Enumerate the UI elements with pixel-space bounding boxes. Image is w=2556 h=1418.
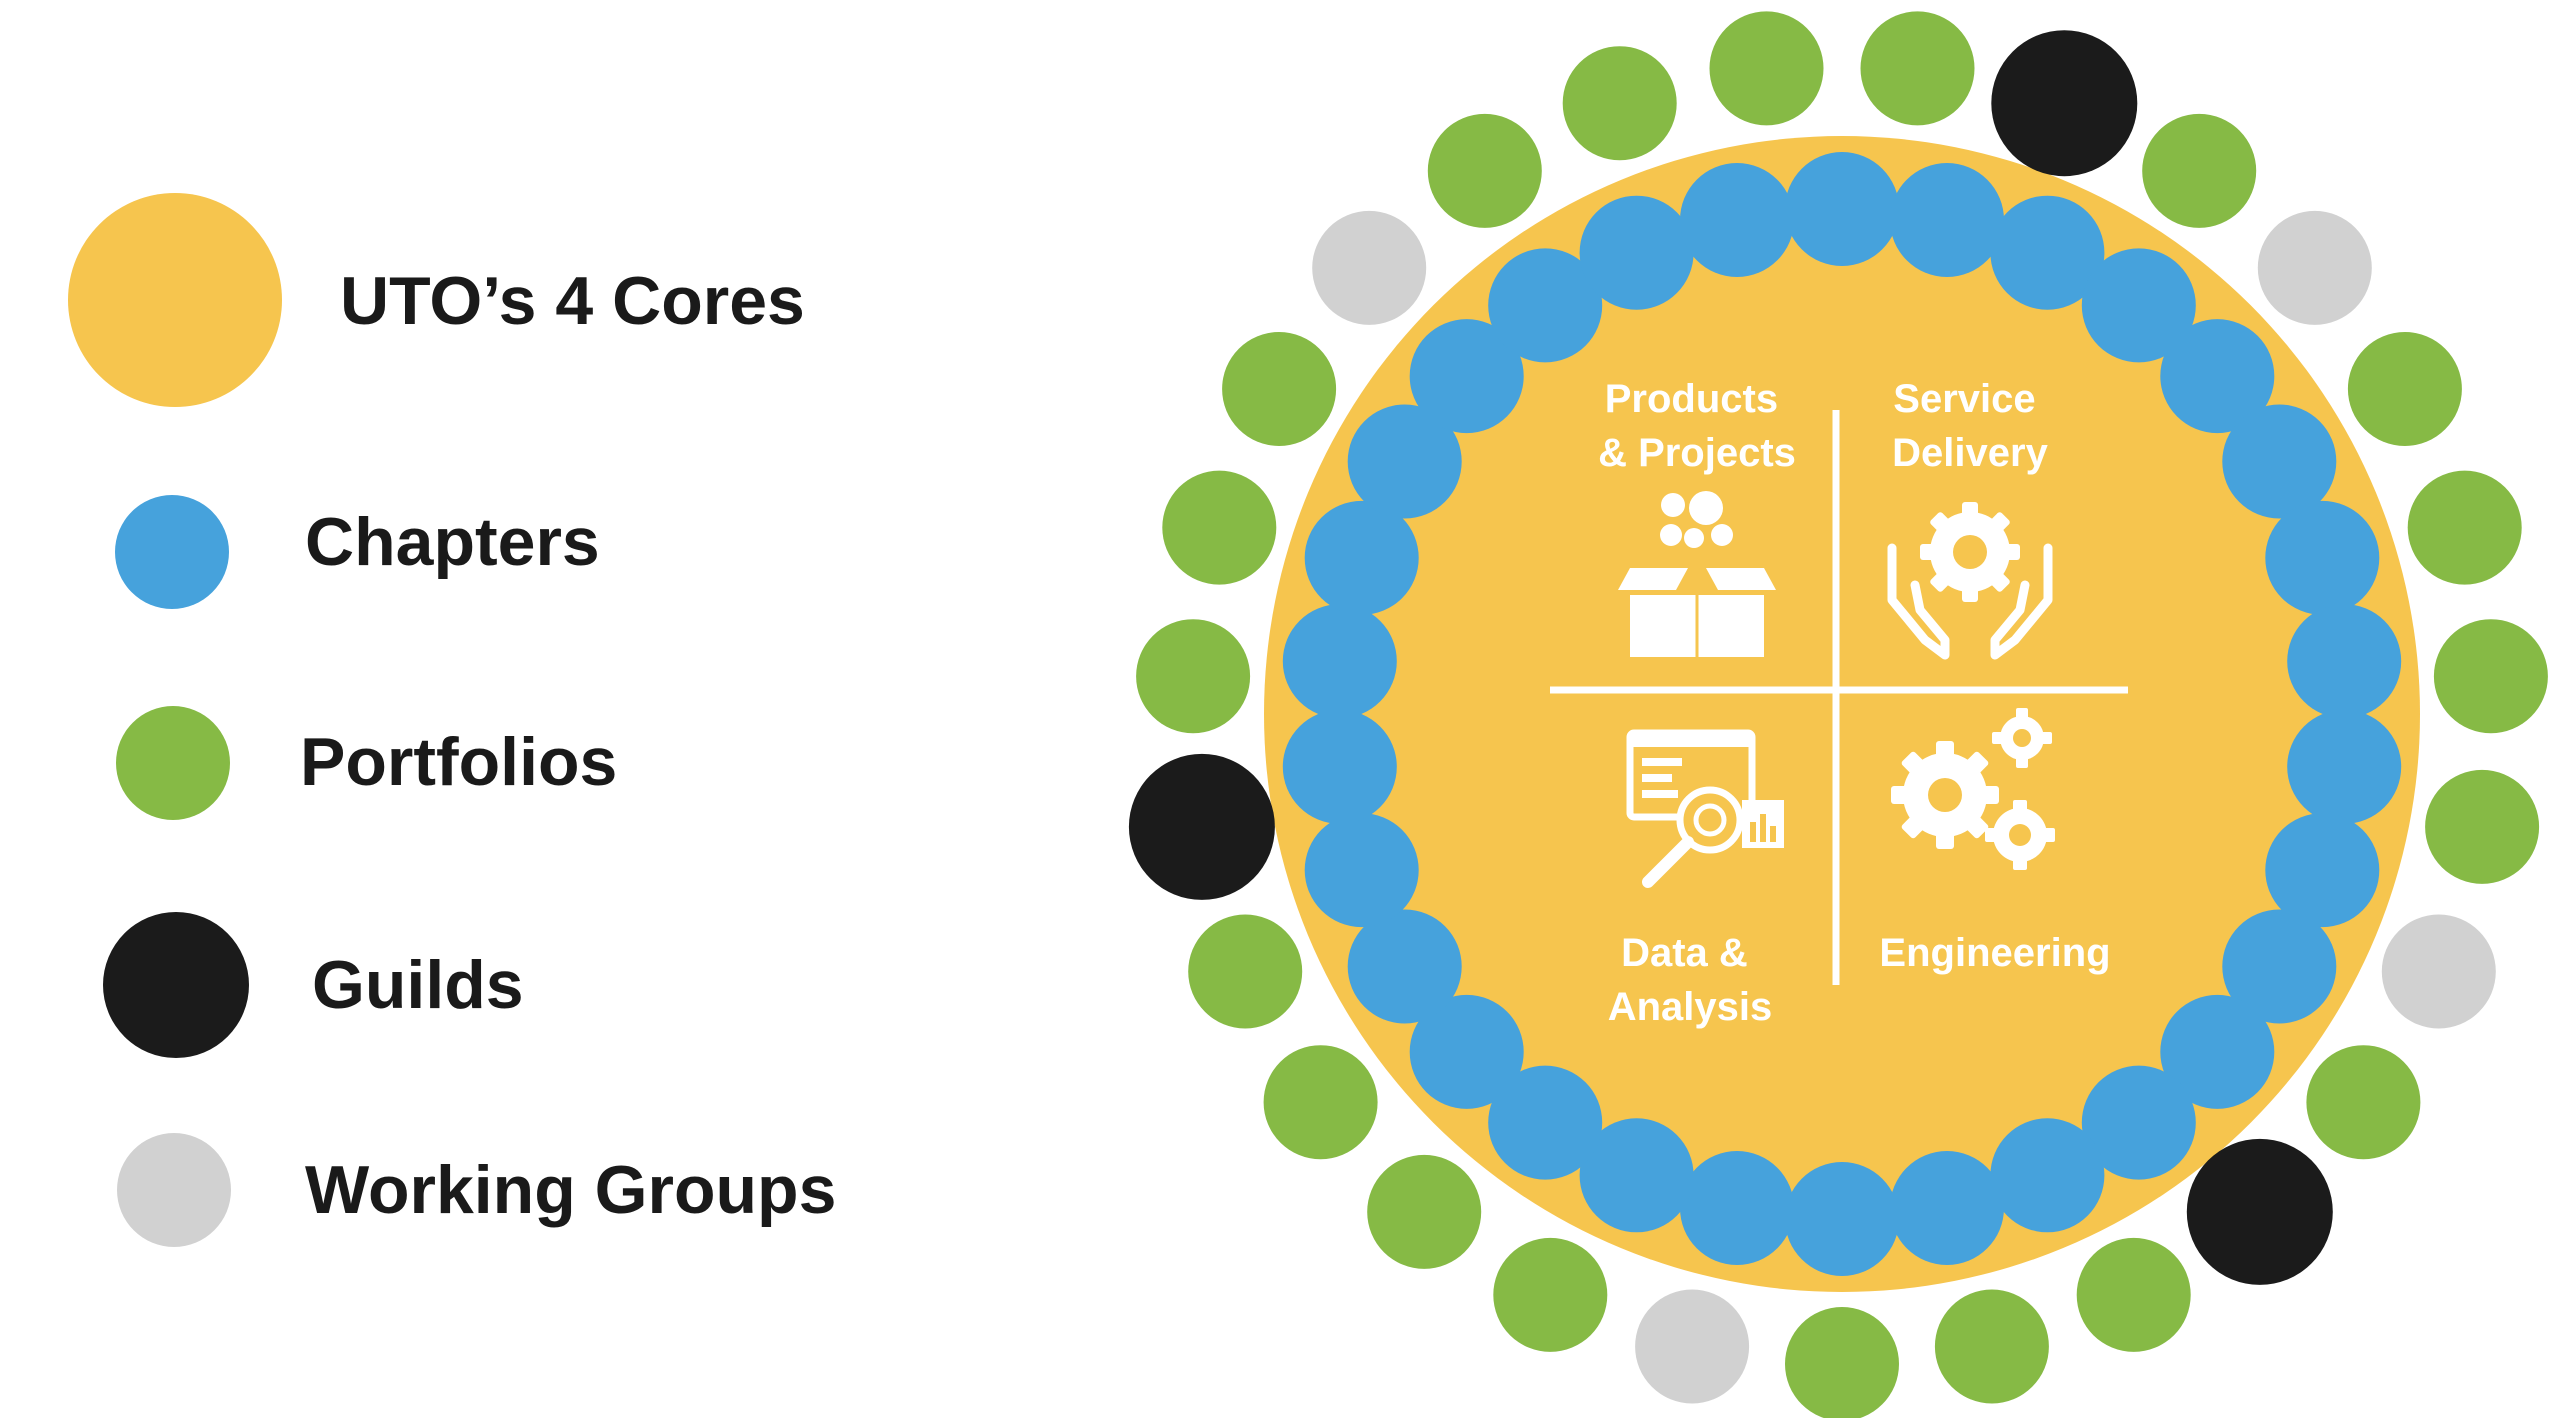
legend-label-guilds: Guilds — [312, 947, 524, 1023]
portfolio-dot — [1162, 470, 1277, 585]
portfolio-dot — [1427, 113, 1542, 228]
portfolio-dot — [1709, 11, 1824, 126]
hands-gear-icon — [1887, 502, 2053, 660]
gears-icon — [1891, 708, 2055, 870]
chapter-dot — [2287, 604, 2402, 719]
chapter-dot — [2265, 500, 2380, 615]
chapter-dot — [1409, 319, 1524, 434]
working-group-dot — [2381, 914, 2496, 1029]
portfolio-dot — [2433, 619, 2548, 734]
analytics-icon — [1626, 729, 1784, 888]
legend-swatch-portfolios — [116, 706, 230, 820]
chapter-dot — [1347, 909, 1462, 1024]
legend-swatch-working-groups — [117, 1133, 231, 1247]
chapter-dot — [1785, 152, 1899, 266]
chapter-dot — [1304, 813, 1419, 928]
guild-dot — [1128, 753, 1275, 900]
chapter-dot — [2081, 1065, 2196, 1180]
chapter-dot — [2160, 319, 2275, 434]
legend-swatch-guilds — [103, 912, 249, 1058]
box-icon — [1618, 491, 1776, 657]
quadrant-data-title: Data & Analysis — [1608, 931, 1773, 1029]
legend: UTO’s 4 Cores Chapters Portfolios Guilds… — [68, 193, 836, 1247]
chapter-dot — [1579, 195, 1694, 310]
legend-label-portfolios: Portfolios — [300, 724, 617, 800]
chapter-dot — [1890, 1151, 2004, 1265]
portfolio-dot — [1934, 1289, 2049, 1404]
guild-dot — [1991, 30, 2138, 177]
portfolio-dot — [2425, 769, 2540, 884]
portfolio-dot — [1367, 1154, 1482, 1269]
chapter-dot — [2222, 404, 2337, 519]
portfolio-dot — [1493, 1237, 1608, 1352]
legend-label-working-groups: Working Groups — [305, 1152, 836, 1228]
chapter-dot — [1990, 195, 2105, 310]
chapter-dot — [1488, 1065, 1603, 1180]
chapter-dot — [1890, 163, 2004, 277]
guild-dot — [2186, 1138, 2333, 1285]
chapter-dot — [1785, 1162, 1899, 1276]
quadrant-products-title: Products & Projects — [1598, 377, 1796, 475]
chapter-dot — [1488, 248, 1603, 363]
chapter-dot — [2222, 909, 2337, 1024]
chapter-dot — [1347, 404, 1462, 519]
legend-swatch-chapters — [115, 495, 229, 609]
portfolio-dot — [2076, 1237, 2191, 1352]
chapter-dot — [1579, 1118, 1694, 1233]
portfolio-dot — [2347, 332, 2462, 446]
chapter-dot — [1409, 994, 1524, 1109]
chapter-dot — [2287, 709, 2402, 824]
quadrant-dividers — [1550, 410, 2128, 985]
quadrant-engineering-title: Engineering — [1879, 931, 2110, 975]
portfolio-dot — [1263, 1045, 1378, 1160]
chapter-dot — [2160, 994, 2275, 1109]
core-circle — [1264, 136, 2420, 1292]
working-group-dot — [1312, 210, 1427, 325]
portfolio-dot — [1222, 332, 1337, 446]
portfolio-dot — [2407, 470, 2522, 585]
portfolio-dot — [1188, 914, 1303, 1029]
portfolio-dot — [2142, 113, 2257, 228]
chapter-dot — [1990, 1118, 2105, 1233]
portfolio-dot — [1136, 619, 1251, 734]
legend-swatch-cores — [68, 193, 282, 407]
chapter-dot — [1680, 163, 1794, 277]
portfolio-dot — [1860, 11, 1975, 126]
portfolio-dot — [1562, 46, 1677, 161]
working-group-dot — [2257, 210, 2372, 325]
chapter-dot — [1304, 500, 1419, 615]
chapter-dot — [2081, 248, 2196, 363]
inner-ring — [1282, 152, 2402, 1276]
chapter-dot — [1282, 604, 1397, 719]
chapter-dot — [2265, 813, 2380, 928]
quadrant-service-title: Service Delivery — [1892, 377, 2048, 475]
working-group-dot — [1635, 1289, 1750, 1404]
chapter-dot — [1680, 1151, 1794, 1265]
legend-label-chapters: Chapters — [305, 504, 600, 580]
outer-ring — [1128, 11, 2548, 1418]
legend-label-cores: UTO’s 4 Cores — [340, 263, 805, 339]
portfolio-dot — [1785, 1307, 1899, 1418]
chapter-dot — [1282, 709, 1397, 824]
portfolio-dot — [2306, 1045, 2421, 1160]
